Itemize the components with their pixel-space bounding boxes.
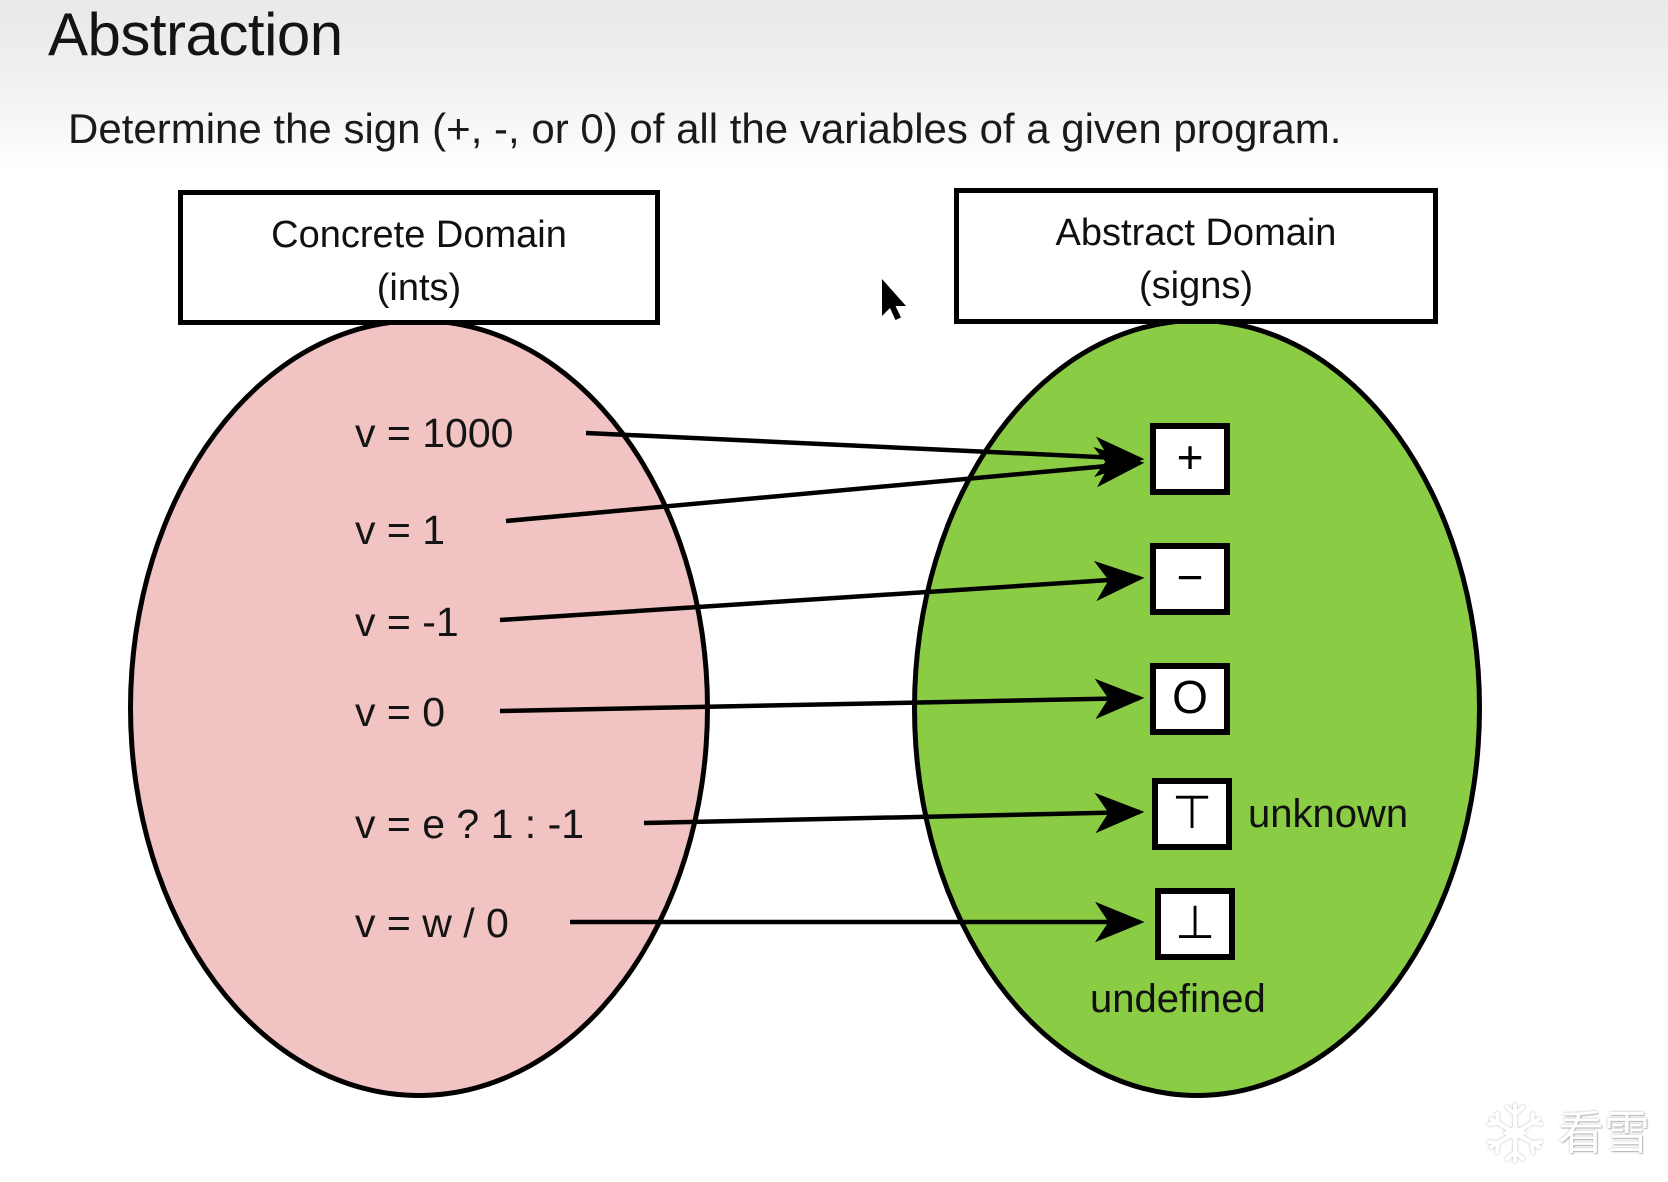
sign-box-bottom: ⊥ — [1155, 888, 1235, 960]
label-unknown: unknown — [1248, 792, 1409, 836]
concrete-item-4: v = e ? 1 : -1 — [355, 801, 585, 847]
concrete-domain-subtitle: (ints) — [376, 267, 462, 309]
plus-glyph: + — [1176, 431, 1204, 483]
concrete-domain-header-box: Concrete Domain (ints) — [178, 190, 660, 325]
abstract-domain-subtitle: (signs) — [1138, 265, 1254, 307]
bottom-glyph: ⊥ — [1174, 896, 1216, 948]
sign-box-minus: − — [1150, 543, 1230, 615]
concrete-item-0: v = 1000 — [355, 410, 514, 456]
abstract-domain-header-box: Abstract Domain (signs) — [954, 188, 1438, 324]
sign-box-zero: O — [1150, 663, 1230, 735]
minus-glyph: − — [1176, 551, 1204, 603]
concrete-domain-title: Concrete Domain — [271, 214, 567, 256]
watermark-text: 看雪 — [1558, 1106, 1650, 1160]
abstract-domain-title: Abstract Domain — [1055, 212, 1337, 254]
top-glyph: ⊤ — [1171, 786, 1213, 838]
sign-box-plus: + — [1150, 423, 1230, 495]
concrete-item-5: v = w / 0 — [355, 900, 509, 946]
mouse-pointer-icon — [882, 279, 906, 320]
snowflake-icon — [1487, 1103, 1543, 1163]
zero-glyph: O — [1172, 671, 1208, 723]
label-undefined: undefined — [1090, 977, 1266, 1021]
slide-header-band — [0, 0, 1668, 168]
concrete-item-2: v = -1 — [355, 599, 459, 645]
slide-subtitle: Determine the sign (+, -, or 0) of all t… — [68, 105, 1342, 152]
page-title: Abstraction — [48, 1, 343, 68]
concrete-item-1: v = 1 — [355, 507, 446, 553]
sign-box-top: ⊤ — [1152, 778, 1232, 850]
concrete-item-3: v = 0 — [355, 689, 446, 735]
watermark: 看雪 — [1482, 1100, 1650, 1166]
